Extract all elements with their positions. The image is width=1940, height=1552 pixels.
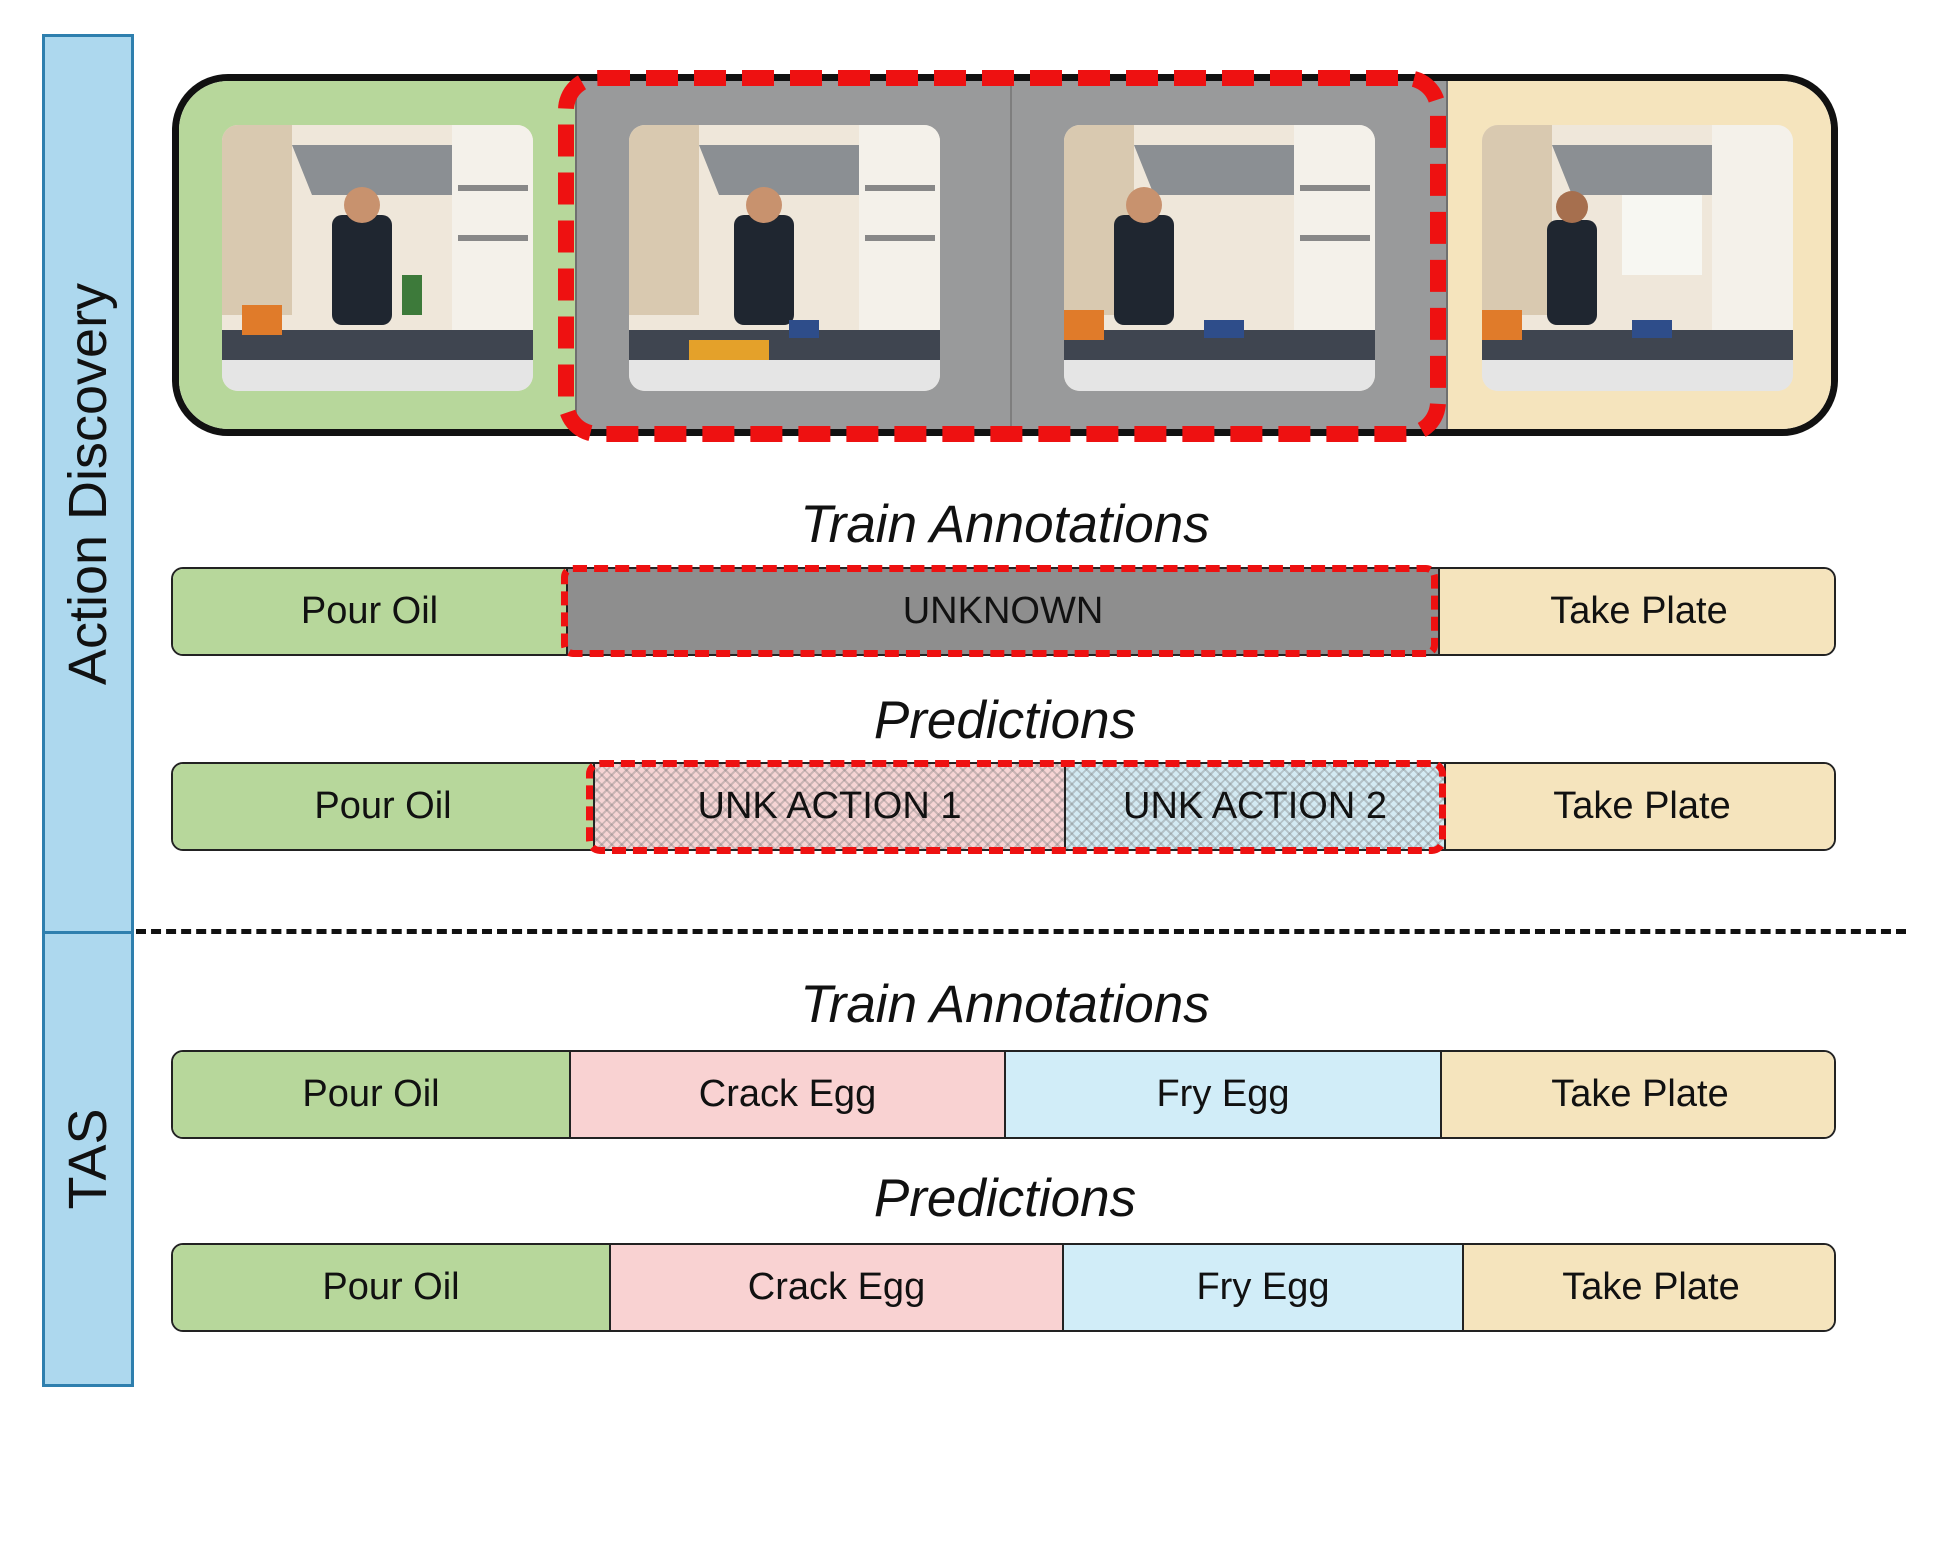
segment-pour-oil: Pour Oil <box>173 1052 569 1137</box>
section-divider <box>136 929 1906 934</box>
segment-crack-egg: Crack Egg <box>569 1052 1004 1137</box>
section-label-action-discovery: Action Discovery <box>58 282 118 686</box>
tas-train-bar: Pour Oil Crack Egg Fry Egg Take Plate <box>171 1050 1836 1139</box>
section-action-discovery: Action Discovery <box>42 34 134 934</box>
segment-unknown: UNKNOWN <box>566 569 1438 654</box>
segment-fry-egg: Fry Egg <box>1004 1052 1440 1137</box>
segment-unk-action-1: UNK ACTION 1 <box>593 764 1064 849</box>
video-frame-crack-egg <box>629 125 940 391</box>
discovery-train-bar: Pour Oil UNKNOWN Take Plate <box>171 567 1836 656</box>
segment-take-plate: Take Plate <box>1438 569 1834 654</box>
video-frame-pour-oil <box>222 125 533 391</box>
segment-pour-oil: Pour Oil <box>173 764 593 849</box>
section-tas: TAS <box>42 931 134 1387</box>
tas-pred-bar: Pour Oil Crack Egg Fry Egg Take Plate <box>171 1243 1836 1332</box>
heading-tas-train: Train Annotations <box>800 975 1210 1034</box>
heading-discovery-pred: Predictions <box>873 691 1137 750</box>
heading-discovery-train: Train Annotations <box>800 495 1210 554</box>
segment-take-plate: Take Plate <box>1440 1052 1834 1137</box>
segment-take-plate: Take Plate <box>1462 1245 1834 1330</box>
segment-crack-egg: Crack Egg <box>609 1245 1062 1330</box>
discovery-pred-bar: Pour Oil UNK ACTION 1 UNK ACTION 2 Take … <box>171 762 1836 851</box>
segment-fry-egg: Fry Egg <box>1062 1245 1462 1330</box>
segment-unk-action-2: UNK ACTION 2 <box>1064 764 1444 849</box>
video-frame-fry-egg <box>1064 125 1375 391</box>
segment-pour-oil: Pour Oil <box>173 1245 609 1330</box>
segment-take-plate: Take Plate <box>1444 764 1834 849</box>
segment-pour-oil: Pour Oil <box>173 569 566 654</box>
video-frame-take-plate <box>1482 125 1793 391</box>
video-filmstrip <box>172 74 1838 436</box>
heading-tas-pred: Predictions <box>873 1169 1137 1228</box>
